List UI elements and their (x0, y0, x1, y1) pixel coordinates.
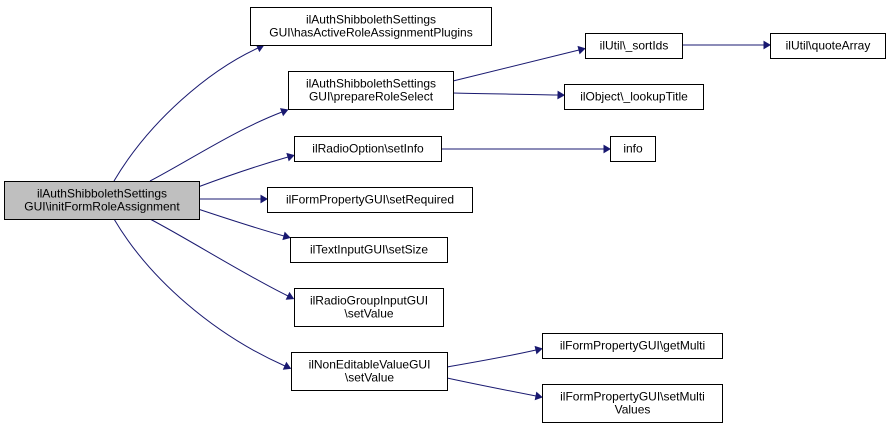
arrowhead (557, 90, 565, 100)
edge-root-to-setInfo (197, 152, 295, 188)
node-label: GUI\hasActiveRoleAssignmentPlugins (269, 26, 472, 40)
edge-line (197, 208, 285, 237)
node-label: ilUtil\_sortIds (600, 39, 669, 53)
node-box (267, 187, 473, 213)
node-box (250, 7, 492, 46)
edge-line (149, 218, 289, 297)
edge-root-to-nonEditSetValue (113, 218, 292, 370)
edge-root-to-prepare (149, 108, 289, 182)
node-label: ilAuthShibbolethSettings (306, 13, 436, 27)
arrowhead (286, 152, 295, 162)
node-root[interactable]: ilAuthShibbolethSettingsGUI\initFormRole… (4, 181, 200, 220)
edge-root-to-setRequired (198, 194, 268, 204)
nodes-layer: ilAuthShibbolethSettingsGUI\initFormRole… (4, 7, 886, 423)
node-label: ilObject\_lookupTitle (580, 90, 688, 104)
node-label: ilRadioGroupInputGUI (310, 294, 428, 308)
arrowhead (285, 291, 295, 300)
edge-root-to-radioGroupSetValue (149, 218, 295, 300)
node-label: \setValue (345, 371, 394, 385)
node-label: ilNonEditableValueGUI (309, 358, 431, 372)
node-label: \setValue (344, 307, 393, 321)
node-nonEditSetValue[interactable]: ilNonEditableValueGUI\setValue (291, 352, 448, 391)
node-label: GUI\initFormRoleAssignment (24, 200, 180, 214)
node-box (585, 33, 683, 59)
node-getMulti[interactable]: ilFormPropertyGUI\getMulti (542, 333, 723, 359)
edge-nonEditSetValue-to-getMulti (446, 345, 543, 368)
node-quoteArray[interactable]: ilUtil\quoteArray (770, 33, 886, 59)
node-box (4, 181, 200, 220)
edge-sortIds-to-quoteArray (682, 40, 771, 50)
node-label: ilTextInputGUI\setSize (310, 243, 428, 257)
arrowhead (763, 40, 771, 50)
arrowhead (603, 144, 611, 154)
node-prepare[interactable]: ilAuthShibbolethSettingsGUI\prepareRoleS… (288, 71, 454, 110)
node-box (542, 384, 723, 423)
node-box (288, 71, 454, 110)
edge-root-to-hasActive (113, 44, 265, 182)
node-radioGroupSetValue[interactable]: ilRadioGroupInputGUI\setValue (294, 288, 444, 327)
node-box (770, 33, 886, 59)
edge-nonEditSetValue-to-setMultiValues (446, 377, 543, 401)
node-box (291, 352, 448, 391)
edge-setInfo-to-info (440, 144, 611, 154)
arrowhead (534, 345, 543, 355)
edge-prepare-to-lookupTitle (452, 90, 565, 100)
node-box (610, 136, 656, 162)
edge-line (446, 377, 537, 397)
node-setInfo[interactable]: ilRadioOption\setInfo (294, 136, 442, 162)
node-box (294, 136, 442, 162)
node-box (564, 84, 704, 110)
node-info[interactable]: info (610, 136, 656, 162)
edge-line (149, 111, 283, 182)
edges-layer (113, 40, 771, 401)
edge-root-to-setSize (197, 208, 291, 241)
node-sortIds[interactable]: ilUtil\_sortIds (585, 33, 683, 59)
node-setSize[interactable]: ilTextInputGUI\setSize (290, 237, 448, 263)
edge-prepare-to-sortIds (452, 45, 586, 82)
arrowhead (534, 391, 543, 401)
edge-line (452, 49, 580, 82)
arrowhead (279, 108, 289, 117)
arrowhead (260, 194, 268, 204)
edge-line (113, 47, 259, 182)
node-setRequired[interactable]: ilFormPropertyGUI\setRequired (267, 187, 473, 213)
edge-line (446, 349, 537, 368)
node-label: ilFormPropertyGUI\setMulti (560, 390, 705, 404)
node-label: info (623, 142, 643, 156)
arrowhead (282, 231, 291, 241)
edge-line (452, 92, 559, 96)
node-label: ilFormPropertyGUI\getMulti (560, 339, 705, 353)
node-label: ilAuthShibbolethSettings (306, 77, 436, 91)
node-box (542, 333, 723, 359)
edge-line (113, 218, 286, 367)
edge-line (197, 156, 289, 188)
node-label: ilUtil\quoteArray (786, 39, 871, 53)
node-label: GUI\prepareRoleSelect (309, 90, 434, 104)
node-label: ilRadioOption\setInfo (312, 142, 424, 156)
node-label: ilFormPropertyGUI\setRequired (286, 193, 454, 207)
node-lookupTitle[interactable]: ilObject\_lookupTitle (564, 84, 704, 110)
arrowhead (282, 361, 292, 370)
node-box (290, 237, 448, 263)
node-label: Values (615, 403, 651, 417)
node-box (294, 288, 444, 327)
arrowhead (577, 45, 586, 55)
node-label: ilAuthShibbolethSettings (37, 187, 167, 201)
node-hasActive[interactable]: ilAuthShibbolethSettingsGUI\hasActiveRol… (250, 7, 492, 46)
